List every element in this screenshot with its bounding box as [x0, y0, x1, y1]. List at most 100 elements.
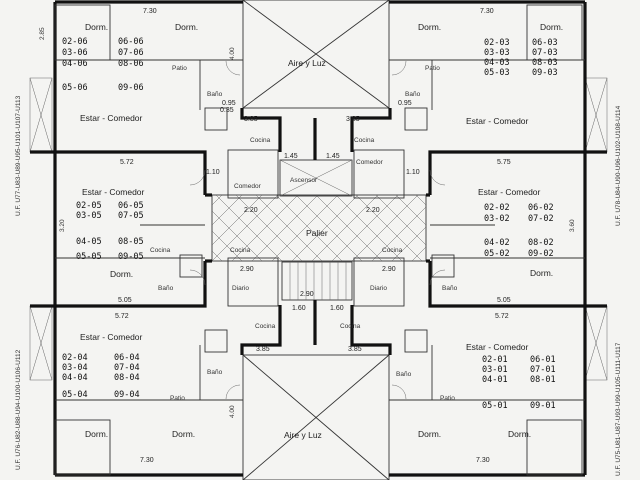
- apartment-top-left: Dorm. Dorm. 7.30 2.85 02-06 06-06 03-06 …: [39, 8, 223, 123]
- light-well-top: [242, 0, 390, 109]
- dim-bottom: 7.30: [476, 457, 490, 464]
- unit-number: 07-06: [118, 48, 144, 58]
- label-comedor: Comedor: [234, 183, 262, 190]
- label-cocina: Cocina: [230, 247, 251, 254]
- room-estar-comedor: Estar - Comedor: [82, 187, 145, 197]
- core-dim: 2.90: [240, 266, 254, 273]
- unit-number: 04-01: [482, 375, 508, 385]
- unit-number: 03-05: [76, 211, 102, 221]
- room-patio: Patio: [170, 395, 185, 402]
- dim: 1.10: [206, 169, 220, 176]
- dim-top: 7.30: [480, 8, 494, 15]
- unit-number: 06-02: [528, 203, 554, 213]
- room-dorm: Dorm.: [172, 429, 195, 439]
- side-label-left-bottom: U.F. U76-U82-U88-U94-U100-U106-U112: [15, 349, 22, 470]
- dim: 3.85: [346, 116, 360, 123]
- apartment-top-right: Dorm. Dorm. 7.30 02-03 06-03 03-03 07-03…: [405, 8, 563, 126]
- core-dim: 2.90: [382, 266, 396, 273]
- apartment-bottom-left: 5.72 Estar - Comedor 02-04 06-04 03-04 0…: [62, 313, 276, 464]
- unit-number: 04-05: [76, 237, 102, 247]
- unit-number: 07-03: [532, 48, 558, 58]
- unit-number: 07-04: [114, 363, 140, 373]
- room-bano: Baño: [207, 369, 223, 376]
- dim: 3.85: [256, 346, 270, 353]
- core-dim: 1.60: [330, 305, 344, 312]
- core-dim: 2.20: [366, 207, 380, 214]
- unit-number: 08-02: [528, 238, 554, 248]
- dim-left: 2.85: [39, 27, 46, 40]
- room-bano: Baño: [158, 285, 174, 292]
- room-dorm: Dorm.: [530, 268, 553, 278]
- unit-number: 02-06: [62, 37, 88, 47]
- unit-number: 05-05: [76, 252, 102, 262]
- misc-dimensions: 3.85 3.85 3.85 3.85 4.00 4.00 0.95 0.95 …: [59, 47, 576, 418]
- room-dorm: Dorm.: [85, 429, 108, 439]
- core-dim: 1.45: [326, 153, 340, 160]
- unit-number: 05-01: [482, 401, 508, 411]
- door-swings: [189, 60, 446, 400]
- dim-top: 5.72: [495, 313, 509, 320]
- unit-number: 04-02: [484, 238, 510, 248]
- core-dim: 2.90: [300, 291, 314, 298]
- label-cocina: Cocina: [250, 137, 271, 144]
- side-label-right-bottom: U.F. U75-U81-U87-U93-U99-U105-U111-U117: [615, 342, 622, 476]
- apartment-bottom-right: 5.72 Estar - Comedor 02-01 06-01 03-01 0…: [340, 313, 556, 464]
- dim: 3.60: [569, 219, 576, 232]
- unit-number: 06-06: [118, 37, 144, 47]
- unit-number: 06-04: [114, 353, 140, 363]
- unit-number: 04-03: [484, 58, 510, 68]
- label-palier: Palier: [306, 228, 328, 238]
- dim: 3.20: [59, 219, 66, 232]
- unit-number: 02-03: [484, 38, 510, 48]
- stair: [281, 261, 353, 301]
- label-cocina: Cocina: [382, 247, 403, 254]
- unit-number: 04-04: [62, 373, 88, 383]
- dim: 0.95: [222, 100, 236, 107]
- unit-number: 08-01: [530, 375, 556, 385]
- room-patio: Patio: [425, 65, 440, 72]
- room-estar-comedor: Estar - Comedor: [466, 116, 529, 126]
- unit-number: 02-05: [76, 201, 102, 211]
- unit-number: 02-04: [62, 353, 88, 363]
- room-bano: Baño: [442, 285, 458, 292]
- room-estar-comedor: Estar - Comedor: [466, 342, 529, 352]
- dim-bottom: 5.05: [118, 297, 132, 304]
- core-dim: 2.20: [244, 207, 258, 214]
- unit-number: 09-05: [118, 252, 144, 262]
- dim-bottom: 5.05: [497, 297, 511, 304]
- palier-hatching: [211, 194, 427, 262]
- light-well-bottom: [242, 354, 390, 480]
- unit-number: 08-05: [118, 237, 144, 247]
- label-comedor: Comedor: [356, 159, 384, 166]
- interior-partitions: [54, 4, 585, 476]
- dim: 3.85: [348, 346, 362, 353]
- unit-number: 05-02: [484, 249, 510, 259]
- unit-number: 07-02: [528, 214, 554, 224]
- room-bano: Baño: [396, 371, 412, 378]
- unit-number: 05-03: [484, 68, 510, 78]
- unit-number: 08-03: [532, 58, 558, 68]
- dim-top: 7.30: [143, 8, 157, 15]
- unit-number: 07-05: [118, 211, 144, 221]
- room-bano: Baño: [405, 91, 421, 98]
- unit-number: 02-01: [482, 355, 508, 365]
- dim: 0.35: [220, 107, 234, 114]
- side-label-right-top: U.F. U78-U84-U90-U96-U102-U108-U114: [615, 105, 622, 226]
- unit-number: 09-02: [528, 249, 554, 259]
- room-estar-comedor: Estar - Comedor: [80, 113, 143, 123]
- room-patio: Patio: [172, 65, 187, 72]
- room-cocina: Cocina: [255, 323, 276, 330]
- apartment-middle-left: 5.72 Estar - Comedor 02-05 06-05 03-05 0…: [76, 159, 174, 304]
- label-aire-y-luz: Aire y Luz: [288, 58, 326, 68]
- room-cocina: Cocina: [340, 323, 361, 330]
- room-cocina: Cocina: [150, 247, 171, 254]
- unit-number: 07-01: [530, 365, 556, 375]
- unit-number: 03-01: [482, 365, 508, 375]
- room-dorm: Dorm.: [110, 269, 133, 279]
- dim: 1.10: [406, 169, 420, 176]
- dim: 4.00: [229, 405, 236, 418]
- room-dorm: Dorm.: [85, 22, 108, 32]
- core-dim: 1.45: [284, 153, 298, 160]
- unit-number: 09-06: [118, 83, 144, 93]
- unit-number: 02-02: [484, 203, 510, 213]
